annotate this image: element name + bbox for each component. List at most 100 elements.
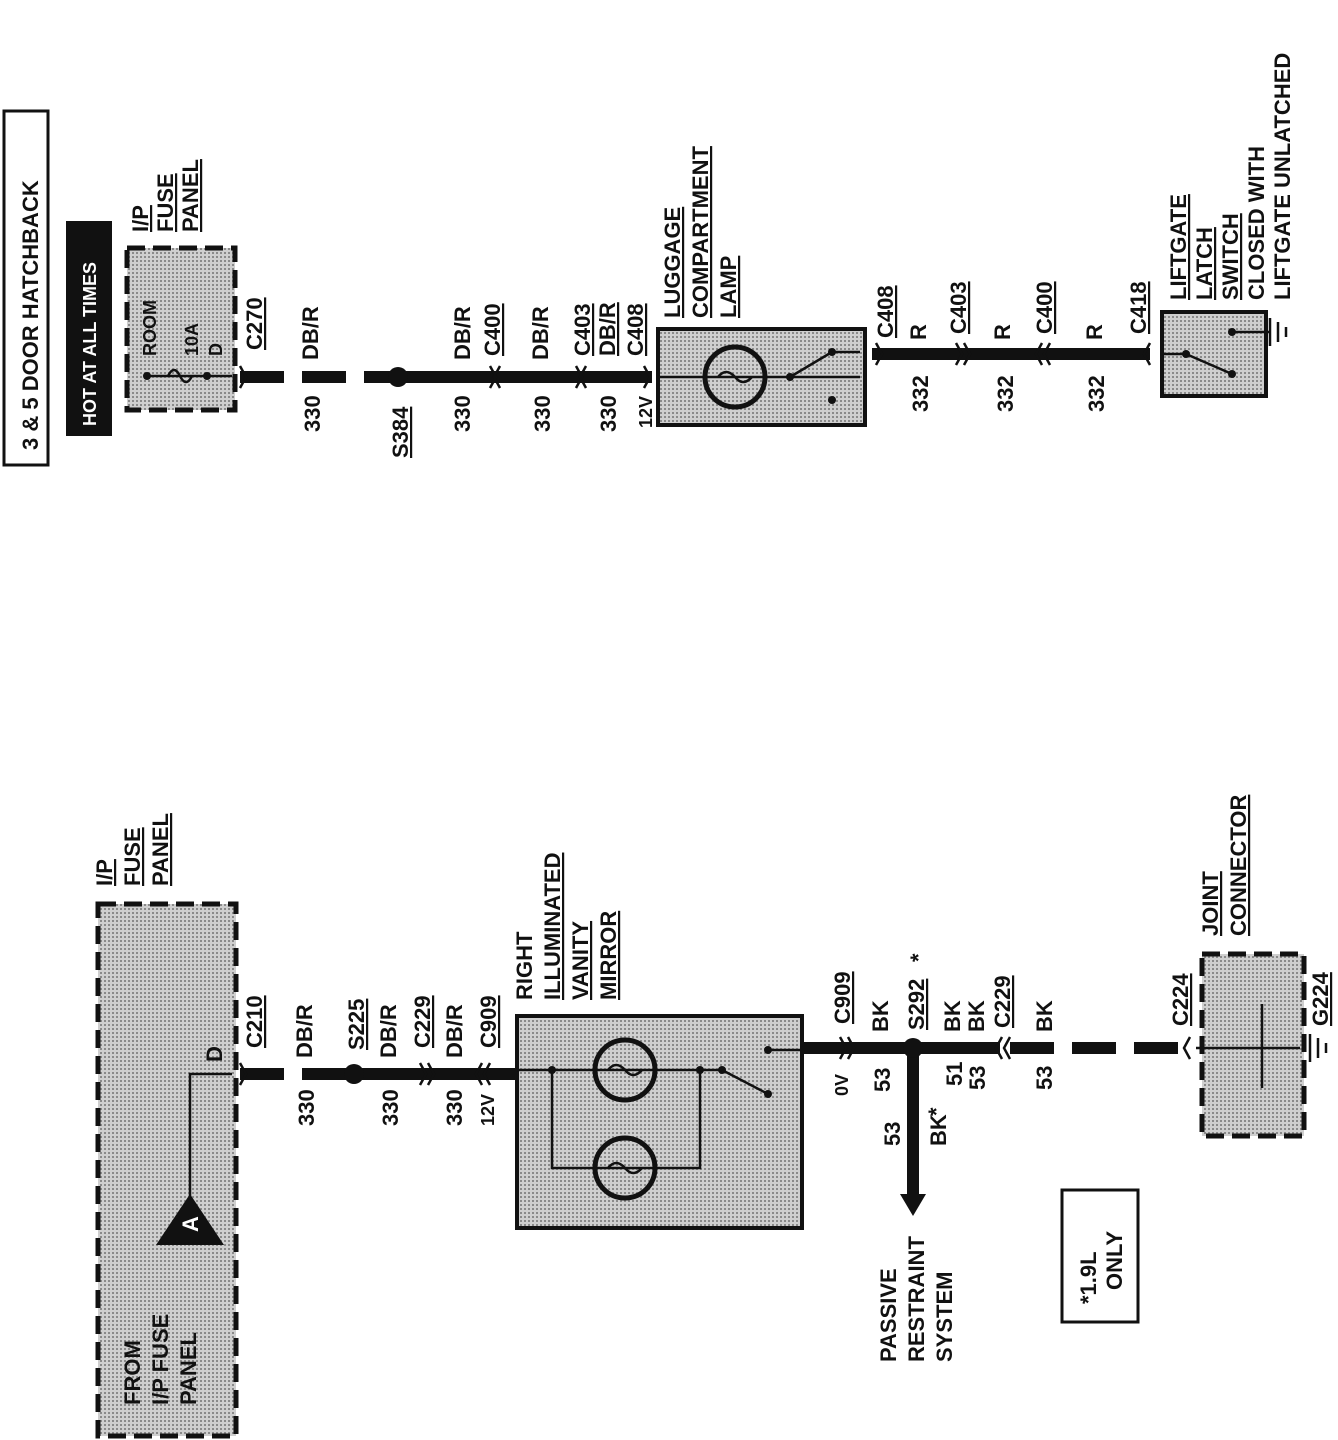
hot-at-all-times-text: HOT AT ALL TIMES: [80, 262, 100, 426]
mirror-filament-icon: [607, 1063, 643, 1175]
bulb-icon: [702, 344, 768, 410]
from-panel-pin: D: [202, 1046, 227, 1062]
ground-connector-chevrons: [838, 1036, 1192, 1060]
connector-c400-return: C400: [1032, 281, 1057, 334]
lamp-label-3: LAMP: [716, 256, 741, 318]
passive-label-3: SYSTEM: [932, 1272, 957, 1362]
top-connector-chevrons: [238, 365, 652, 389]
from-panel-text-2: I/P FUSE: [148, 1314, 173, 1405]
liftgate-switch-box: [1160, 310, 1268, 398]
bottom-voltage-12v: 12V: [478, 1094, 498, 1126]
top-color-3: DB/R: [528, 306, 553, 360]
return-circuit-2: 332: [993, 375, 1018, 412]
lamp-label-2: COMPARTMENT: [688, 146, 713, 318]
mirror-label-4: MIRROR: [596, 911, 621, 1000]
mirror-node-a: [548, 1066, 556, 1074]
connector-c400-top: C400: [480, 303, 505, 356]
title-text: 3 & 5 DOOR HATCHBACK: [18, 180, 43, 450]
from-panel-lead: [188, 1072, 232, 1205]
ground-circuit-51: 51: [942, 1062, 967, 1086]
top-fuse-rating: 10A: [182, 323, 202, 356]
top-circuit-2: 330: [450, 395, 475, 432]
top-voltage-12v: 12V: [636, 396, 656, 428]
return-circuit-3: 332: [1084, 375, 1109, 412]
from-panel-text-3: PANEL: [176, 1332, 201, 1405]
passive-label-2: RESTRAINT: [904, 1236, 929, 1362]
top-fuse-node-a: [143, 372, 151, 380]
connector-c229-ground: C229: [990, 975, 1015, 1028]
top-fuse-panel-label-3: PANEL: [178, 159, 203, 232]
connector-c224: C224: [1168, 973, 1193, 1026]
top-ground-icon: [1268, 318, 1288, 346]
top-fuse-node-b: [203, 372, 211, 380]
ground-circuit-1: 53: [870, 1068, 895, 1092]
ground-circuit-3: 53: [1032, 1066, 1057, 1090]
engine-note-box: [1060, 1188, 1140, 1324]
splice-s384: S384: [388, 406, 413, 458]
bottom-fuse-panel-label-1: I/P: [92, 859, 117, 886]
connector-c408-top: C408: [623, 303, 648, 356]
return-connector-chevrons: [874, 342, 1152, 366]
bottom-circuit: I/P FUSE PANEL A D FROM I/P FUSE PANEL C…: [92, 795, 1333, 1439]
fuse-symbol-icon: [166, 368, 194, 384]
connector-c909-out: C909: [830, 971, 855, 1024]
connector-c403-top: C403: [570, 303, 595, 356]
reference-triangle-icon: [156, 1194, 224, 1245]
return-color-3: R: [1082, 324, 1107, 340]
top-fuse-panel-label-1: I/P: [128, 205, 153, 232]
passive-star: *: [924, 1107, 949, 1116]
mirror-switch-icon: [721, 1068, 769, 1096]
passive-circuit: 53: [880, 1122, 905, 1146]
title-frame: [2, 109, 50, 467]
connector-c403-return: C403: [946, 281, 971, 334]
liftgate-switch-icon: [1185, 352, 1233, 376]
mirror-label-1: RIGHT: [512, 931, 537, 1000]
top-fuse-panel-box: [124, 245, 238, 413]
engine-note-line-1: *1.9L: [1076, 1251, 1101, 1304]
switch-label-3: SWITCH: [1218, 213, 1243, 300]
connector-c210: C210: [242, 995, 267, 1048]
passive-label-1: PASSIVE: [876, 1268, 901, 1362]
switch-label-1: LIFTGATE: [1166, 194, 1191, 300]
ground-circuit-2: 53: [965, 1066, 990, 1090]
bottom-color-2: DB/R: [376, 1004, 401, 1058]
lamp-node-c: [828, 396, 836, 404]
bottom-ground-icon: [1308, 1034, 1328, 1062]
lamp-label-1: LUGGAGE: [660, 207, 685, 318]
top-color-1: DB/R: [298, 306, 323, 360]
return-color-1: R: [906, 324, 931, 340]
top-fuse-pin: D: [206, 343, 226, 356]
ground-color-2: BK: [940, 1000, 965, 1032]
mirror-bulb-1-icon: [592, 1037, 658, 1103]
joint-label-2: CONNECTOR: [1226, 795, 1251, 936]
connector-c418: C418: [1126, 281, 1151, 334]
splice-s292: S292: [904, 979, 929, 1030]
bottom-fuse-panel-label-3: PANEL: [148, 813, 173, 886]
connector-c408-return: C408: [873, 285, 898, 338]
splice-s225-dot: [344, 1064, 364, 1084]
bottom-connector-chevrons: [238, 1062, 492, 1086]
mirror-label-3: VANITY: [568, 921, 593, 1000]
lamp-door-switch-icon: [789, 350, 833, 379]
top-circuit-3: 330: [530, 395, 555, 432]
bottom-circuit-2: 330: [378, 1089, 403, 1126]
bottom-fuse-panel-label-2: FUSE: [120, 827, 145, 886]
ground-g224: G224: [1308, 971, 1333, 1026]
splice-s225: S225: [344, 999, 369, 1050]
top-circuit: 3 & 5 DOOR HATCHBACK HOT AT ALL TIMES I/…: [2, 53, 1295, 467]
connector-c909-in: C909: [476, 995, 501, 1048]
bottom-circuit-3: 330: [442, 1089, 467, 1126]
top-color-2: DB/R: [450, 306, 475, 360]
top-circuit-1: 330: [300, 395, 325, 432]
return-color-2: R: [990, 324, 1015, 340]
top-color-4: DB/R: [595, 302, 620, 356]
from-panel-text-1: FROM: [120, 1340, 145, 1405]
passive-arrow-icon: [900, 1194, 926, 1216]
connector-c270: C270: [242, 297, 267, 350]
mirror-label-2: ILLUMINATED: [540, 853, 565, 1000]
bulb-filament-icon: [717, 370, 753, 384]
return-circuit-1: 332: [908, 375, 933, 412]
connector-c229-bottom: C229: [410, 995, 435, 1048]
hot-at-all-times-badge: [66, 221, 112, 436]
